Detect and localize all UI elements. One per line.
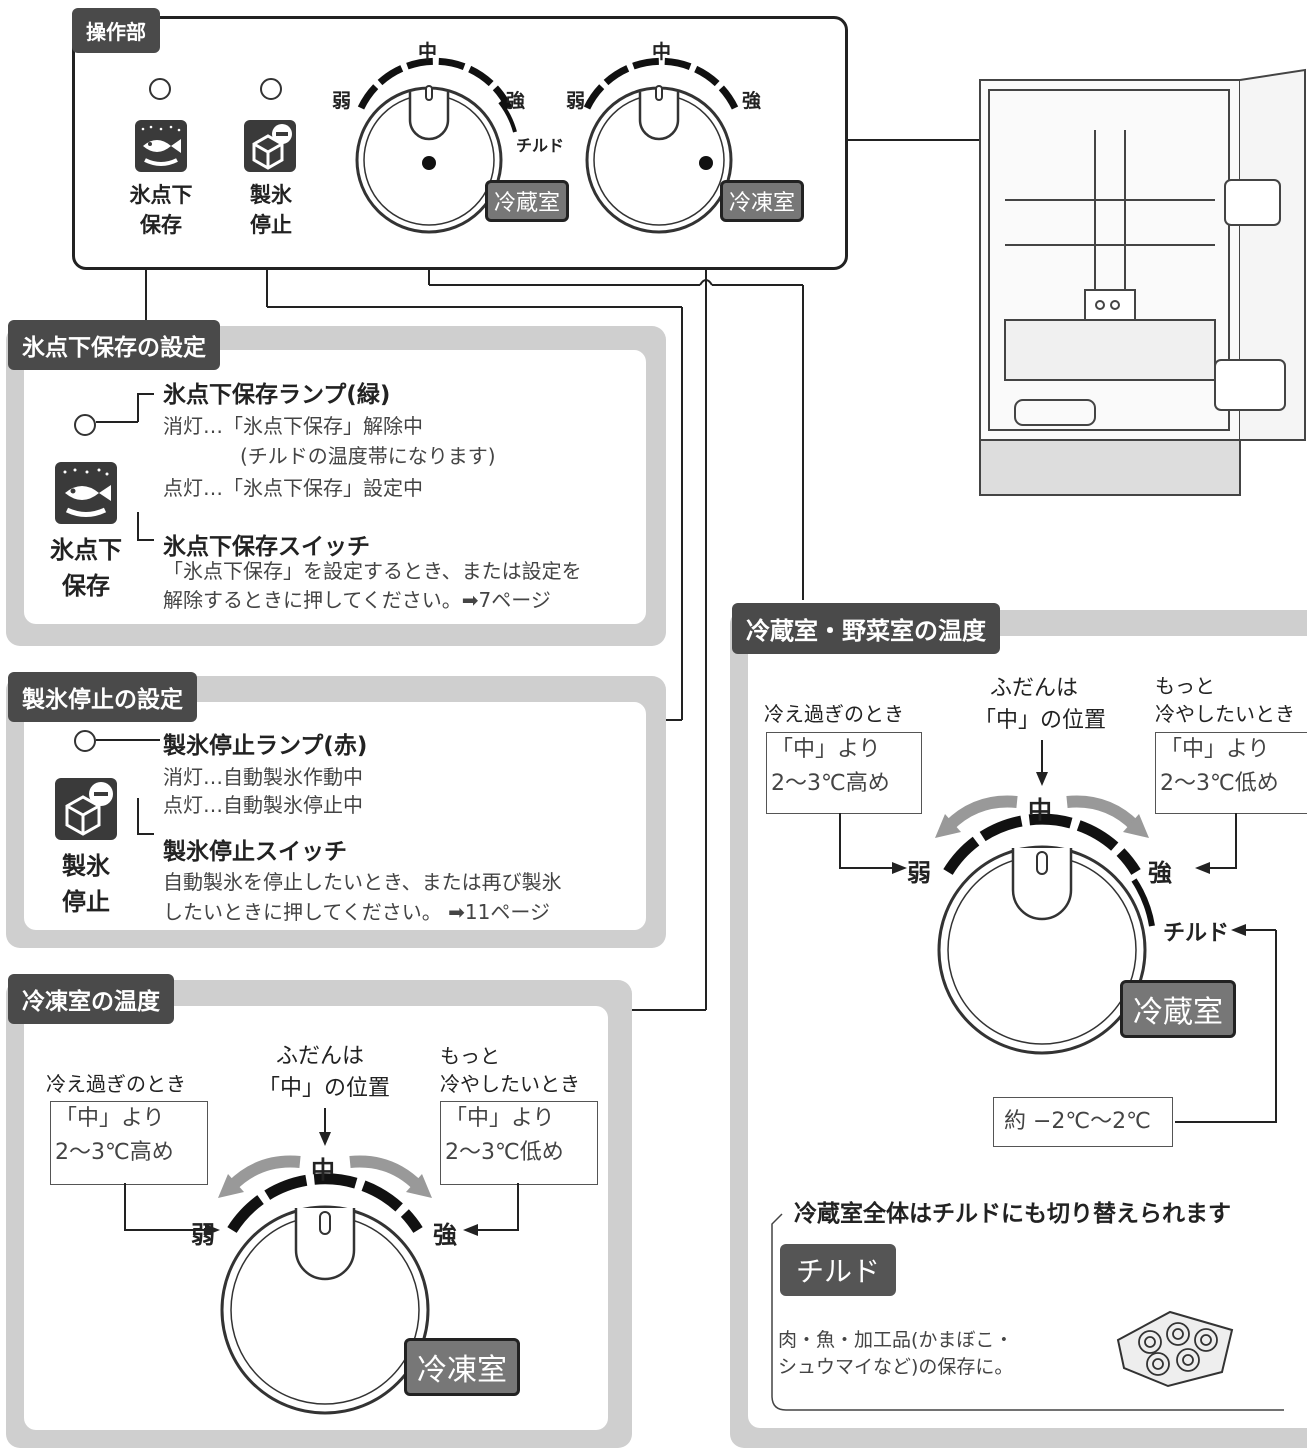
ice-stop-section-title: 製氷停止の設定 [8, 672, 197, 722]
subzero-on-line: 点灯…「氷点下保存」設定中 [163, 476, 423, 500]
subzero-switch-icon-label: 氷点下 保存 [50, 536, 122, 600]
chilled-switch-note: 冷蔵室全体はチルドにも切り替えられます [790, 1194, 1235, 1228]
fridge-mid: 中 [1028, 796, 1052, 824]
ice-stop-off-line: 消灯…自動製氷作動中 [163, 765, 363, 789]
fridge-strong: 強 [1148, 859, 1172, 887]
fridge-dial[interactable] [350, 57, 520, 234]
chilled-food-tray-icon [1116, 1310, 1234, 1388]
subzero-switch-title: 氷点下保存スイッチ [163, 534, 370, 560]
subzero-lamp-title: 氷点下保存ランプ(緑) [163, 382, 391, 408]
ice-stop-switch-icon [55, 778, 117, 840]
ice-stop-lamp-title: 製氷停止ランプ(赤) [163, 733, 368, 759]
subzero-section-title: 氷点下保存の設定 [8, 320, 220, 370]
chilled-note-frame [771, 1213, 1284, 1411]
subzero-button[interactable] [135, 120, 187, 172]
ice-stop-button-label: 製氷 停止 [250, 183, 292, 237]
refrigerator-illustration [979, 68, 1306, 496]
subzero-off-note: (チルドの温度帯になります) [240, 444, 496, 468]
subzero-lamp [149, 78, 171, 100]
fish-icon [63, 468, 111, 517]
fridge-dial-mid: 中 [418, 41, 438, 63]
subzero-button-label: 氷点下 保存 [129, 183, 193, 237]
ice-cube-stop-icon [252, 124, 292, 170]
fridge-dial-large [839, 740, 1277, 1123]
ice-stop-bracket [96, 739, 160, 835]
freezer-colder-1: もっと [440, 1044, 500, 1068]
freezer-lower-box: 「中」より 2〜3℃低め [440, 1101, 598, 1185]
chilled-badge: チルド [780, 1244, 897, 1296]
subzero-off-line: 消灯…「氷点下保存」解除中 [163, 414, 423, 438]
fridge-dial-chilled: チルド [516, 136, 565, 155]
subzero-section-body [24, 350, 646, 624]
fridge-too-cold: 冷え過ぎのとき [764, 702, 904, 726]
fridge-section-title: 冷蔵室・野菜室の温度 [732, 603, 1000, 654]
fridge-lower-box: 「中」より 2〜3℃低め [1155, 732, 1307, 814]
fridge-chilled: チルド [1163, 921, 1230, 946]
ice-stop-switch-desc-2: したいときに押してください。 ➡11ページ [163, 900, 550, 924]
ice-stop-button[interactable] [244, 120, 296, 172]
fridge-higher-box: 「中」より 2〜3℃高め [766, 732, 922, 814]
freezer-normally-1: ふだんは [276, 1044, 365, 1069]
chilled-desc-1: 肉・魚・加工品(かまぼこ・ [778, 1329, 1014, 1351]
fridge-normally-2: 「中」の位置 [974, 708, 1107, 733]
subzero-switch-desc-1: 「氷点下保存」を設定するとき、または設定を [163, 559, 582, 583]
ice-stop-lamp [260, 78, 282, 100]
subzero-lamp-diagram [74, 414, 96, 436]
freezer-mid: 中 [311, 1156, 335, 1184]
freezer-higher-box: 「中」より 2〜3℃高め [50, 1101, 208, 1185]
chilled-desc-2: シュウマイなど)の保存に。 [778, 1356, 1014, 1378]
freezer-too-cold: 冷え過ぎのとき [46, 1072, 186, 1096]
freezer-dial-weak: 弱 [566, 90, 586, 112]
fridge-dial-name-badge: 冷蔵室 [1120, 980, 1236, 1038]
ice-stop-switch-desc-1: 自動製氷を停止したいとき、または再び製氷 [163, 870, 562, 894]
ice-stop-on-line: 点灯…自動製氷停止中 [163, 793, 363, 817]
fish-icon [141, 125, 181, 166]
fridge-dial-name: 冷蔵室 [485, 180, 570, 222]
fridge-dial-strong: 強 [506, 90, 526, 112]
ice-stop-lamp-diagram [74, 730, 96, 752]
subzero-bracket [96, 393, 154, 541]
freezer-strong: 強 [433, 1221, 457, 1249]
ice-cube-stop-icon [65, 782, 113, 836]
control-panel-tag: 操作部 [72, 8, 160, 53]
freezer-dial[interactable] [576, 57, 746, 234]
fridge-dial-weak: 弱 [332, 90, 352, 112]
freezer-section-title: 冷凍室の温度 [8, 974, 174, 1024]
freezer-normally-2: 「中」の位置 [258, 1076, 391, 1101]
fridge-normally-1: ふだんは [990, 676, 1079, 701]
freezer-weak: 弱 [191, 1221, 215, 1249]
freezer-dial-name-badge: 冷凍室 [404, 1338, 520, 1396]
freezer-dial-name: 冷凍室 [720, 180, 805, 222]
subzero-switch-icon [55, 462, 117, 524]
freezer-dial-large [124, 1108, 519, 1415]
subzero-switch-desc-2: 解除するときに押してください。➡7ページ [163, 588, 551, 612]
fridge-weak: 弱 [907, 859, 931, 887]
freezer-colder-2: 冷やしたいとき [440, 1072, 580, 1096]
freezer-dial-mid: 中 [652, 41, 672, 63]
fridge-colder-1: もっと [1155, 674, 1215, 698]
chilled-range-box: 約 −2℃〜2℃ [993, 1097, 1173, 1147]
ice-stop-switch-title: 製氷停止スイッチ [163, 839, 347, 865]
fridge-colder-2: 冷やしたいとき [1155, 702, 1295, 726]
freezer-dial-strong: 強 [742, 90, 762, 112]
ice-stop-switch-icon-label: 製氷 停止 [62, 852, 110, 916]
